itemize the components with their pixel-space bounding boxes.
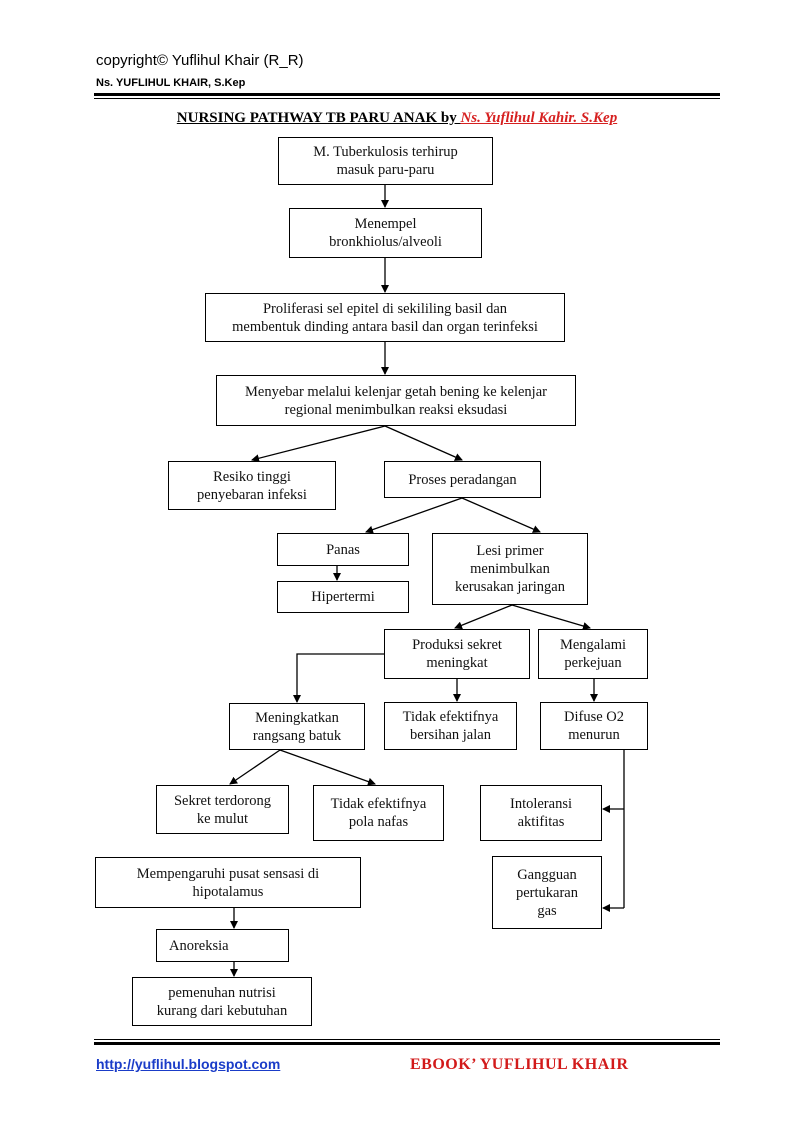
node-cough-stimulus: Meningkatkan rangsang batuk	[229, 703, 365, 750]
title-main: NURSING PATHWAY TB PARU ANAK by	[176, 110, 461, 126]
header-rule-thin	[94, 98, 720, 99]
node-tb-inhaled: M. Tuberkulosis terhirup masuk paru-paru	[278, 137, 493, 185]
copyright-text: copyright© Yuflihul Khair (R_R)	[96, 52, 304, 69]
node-hypothalamus: Mempengaruhi pusat sensasi di hipotalamu…	[95, 857, 361, 908]
blog-link[interactable]: http://yuflihul.blogspot.com	[96, 1056, 281, 1072]
node-inflammation: Proses peradangan	[384, 461, 541, 498]
arrow-n4-n5	[251, 425, 386, 463]
node-anorexia: Anoreksia	[156, 929, 289, 962]
node-secretion-to-mouth: Sekret terdorong ke mulut	[156, 785, 289, 834]
arrow-n6-n9	[461, 497, 541, 533]
title-byline: Ns. Yuflihul Kahir. S.Kep	[460, 110, 618, 126]
arrow-n9-n10	[454, 604, 513, 630]
node-lymph-spread: Menyebar melalui kelenjar getah bening k…	[216, 375, 576, 426]
footer-rule-thin	[94, 1039, 720, 1040]
footer-rule-thick	[94, 1042, 720, 1045]
node-caseation: Mengalami perkejuan	[538, 629, 648, 679]
node-airway-clearance: Tidak efektifnya bersihan jalan	[384, 702, 517, 750]
header-rule-thick	[94, 93, 720, 96]
node-gas-exchange: Gangguan pertukaran gas	[492, 856, 602, 929]
node-breathing-pattern: Tidak efektifnya pola nafas	[313, 785, 444, 841]
page-title: NURSING PATHWAY TB PARU ANAK by Ns. Yufl…	[0, 110, 794, 127]
node-primary-lesion: Lesi primer menimbulkan kerusakan jaring…	[432, 533, 588, 605]
arrow-n12-n15	[229, 749, 281, 785]
node-epithelial-proliferation: Proliferasi sel epitel di sekililing bas…	[205, 293, 565, 342]
arrow-n6-n7	[365, 497, 463, 534]
arrow-n12-n16	[279, 749, 376, 786]
node-attach-bronchiole: Menempel bronkhiolus/alveoli	[289, 208, 482, 258]
ebook-label: EBOOK’ YUFLIHUL KHAIR	[410, 1056, 629, 1073]
author-name: Ns. YUFLIHUL KHAIR, S.Kep	[96, 77, 246, 89]
node-secretion-increase: Produksi sekret meningkat	[384, 629, 530, 679]
node-hyperthermia: Hipertermi	[277, 581, 409, 613]
arrow-n9-n11	[511, 604, 591, 630]
node-infection-risk: Resiko tinggi penyebaran infeksi	[168, 461, 336, 510]
node-o2-diffusion: Difuse O2 menurun	[540, 702, 648, 750]
node-fever: Panas	[277, 533, 409, 566]
arrow-n4-n6	[384, 425, 463, 461]
arrow-n10-n12	[293, 653, 384, 703]
node-activity-intolerance: Intoleransi aktifitas	[480, 785, 602, 841]
node-nutrition-deficit: pemenuhan nutrisi kurang dari kebutuhan	[132, 977, 312, 1026]
